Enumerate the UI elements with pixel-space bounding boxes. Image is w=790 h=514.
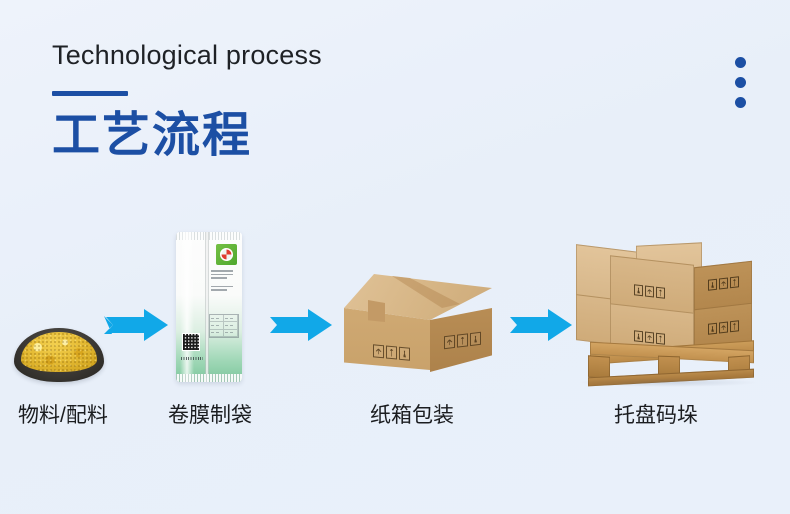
caption-stage-carton: 纸箱包装 — [370, 404, 454, 427]
granule-heap-shape — [21, 332, 97, 372]
this-side-up-symbol-icon — [656, 286, 665, 299]
caption-stage-granules: 物料/配料 — [18, 404, 108, 427]
this-side-up-symbol-icon — [457, 333, 468, 348]
umbrella-symbol-icon — [645, 285, 654, 298]
this-side-up-symbol-icon — [386, 345, 397, 360]
flow-arrow-1-icon — [104, 307, 170, 343]
process-flow-diagram — [0, 222, 790, 387]
caption-stage-pouch: 卷膜制袋 — [168, 404, 252, 427]
pallet-stack-body — [570, 242, 760, 387]
fragile-symbol-icon — [708, 322, 717, 335]
pouch-nutrition-table — [209, 314, 239, 338]
pouch-brand-logo-icon — [216, 244, 237, 265]
carton-flap — [368, 300, 385, 322]
stage-film-pouch-icon — [176, 232, 242, 382]
fragile-symbol-icon — [708, 278, 717, 291]
carton-body — [344, 274, 492, 382]
logo-swirl-mark — [220, 248, 233, 261]
carton-front-face — [344, 308, 430, 370]
stage-granules-bowl-icon — [14, 326, 104, 382]
pouch-label-text-block — [211, 270, 239, 293]
pallet-ground-shadow — [578, 378, 758, 387]
fragile-symbol-icon — [399, 346, 410, 361]
this-side-up-symbol-icon — [730, 320, 739, 333]
flow-arrow-3-icon — [508, 307, 574, 343]
caption-stage-pallet: 托盘码垛 — [614, 404, 698, 427]
umbrella-symbol-icon — [444, 334, 455, 350]
page-title-chinese: 工艺流程 — [52, 109, 253, 162]
kebab-dot-2 — [735, 77, 746, 88]
stage-pallet-stack-icon — [570, 242, 760, 387]
umbrella-symbol-icon — [645, 331, 654, 344]
this-side-up-symbol-icon — [730, 276, 739, 289]
title-underline-rule — [52, 91, 128, 96]
kebab-dot-1 — [735, 57, 746, 68]
pouch-bottom-crimp — [176, 374, 242, 382]
umbrella-symbol-icon — [719, 321, 728, 334]
umbrella-symbol-icon — [373, 344, 384, 359]
fragile-symbol-icon — [470, 331, 481, 347]
pouch-top-crimp — [176, 232, 242, 240]
kebab-menu-icon[interactable] — [735, 57, 746, 108]
fragile-symbol-icon — [634, 330, 643, 343]
page-title-english: Technological process — [52, 40, 322, 70]
stage-carton-box-icon — [344, 274, 492, 382]
pouch-body — [176, 232, 242, 382]
this-side-up-symbol-icon — [656, 332, 665, 345]
pouch-qr-code-icon — [183, 334, 199, 350]
fragile-symbol-icon — [634, 284, 643, 297]
pouch-barcode-icon — [181, 357, 203, 360]
kebab-dot-3 — [735, 97, 746, 108]
pouch-center-seam — [205, 232, 209, 382]
pallet-leg-left — [588, 355, 610, 379]
flow-arrow-2-icon — [268, 307, 334, 343]
umbrella-symbol-icon — [719, 277, 728, 290]
page-header: Technological process 工艺流程 — [52, 38, 652, 163]
